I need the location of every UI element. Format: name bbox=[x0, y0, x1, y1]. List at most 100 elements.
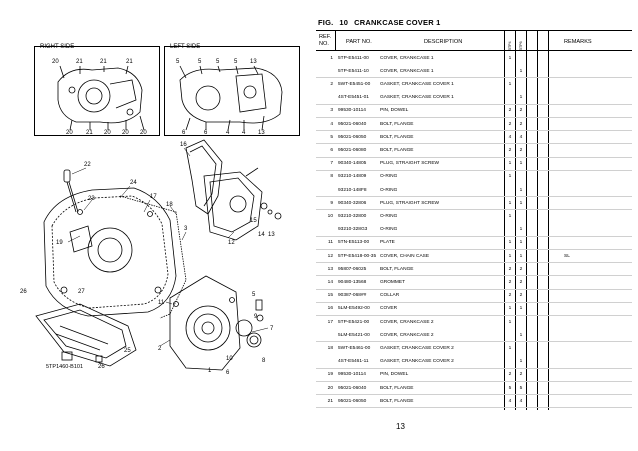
table-row: 20 95021-06040 BOLT, FLANGE 5 5 bbox=[316, 382, 632, 396]
figure-label: FIG. bbox=[318, 18, 334, 27]
figure-number: 10 bbox=[339, 18, 349, 27]
qty-2-cell: 2 bbox=[519, 147, 523, 153]
part-no-cell: 95021-06040 bbox=[338, 385, 367, 391]
part-no-cell: 90340-14805 bbox=[338, 161, 367, 167]
column-divider bbox=[335, 30, 336, 51]
ref-no-cell: 21 bbox=[327, 398, 333, 404]
callout: 27 bbox=[78, 289, 85, 295]
figure-name: CRANKCASE COVER 1 bbox=[354, 18, 441, 27]
header-qty-2: 5TP6 bbox=[519, 41, 523, 50]
callout: 11 bbox=[158, 300, 165, 306]
callout: 22 bbox=[84, 162, 91, 168]
qty-2-cell: 1 bbox=[519, 95, 523, 101]
figure-title: FIG. 10 CRANKCASE COVER 1 bbox=[318, 18, 446, 27]
part-no-cell: 4ST-E5461-11 bbox=[338, 359, 369, 365]
part-no-cell: 90387-068## bbox=[338, 293, 367, 299]
table-header: REF. NO. PART NO. DESCRIPTION 5TP4 5TP6 … bbox=[316, 30, 632, 51]
ref-no-cell: 5 bbox=[330, 134, 333, 140]
ref-no-cell: 2 bbox=[330, 81, 333, 87]
callout: 21 bbox=[76, 59, 83, 65]
qty-1-cell: 1 bbox=[508, 81, 512, 87]
qty-1-cell: 2 bbox=[508, 293, 512, 299]
callout: 6 bbox=[204, 130, 208, 136]
callout: 18 bbox=[166, 202, 173, 208]
callout: 12 bbox=[228, 240, 235, 246]
part-no-cell: 93210-328G3 bbox=[338, 227, 368, 233]
qty-1-cell: 1 bbox=[508, 161, 512, 167]
ref-no-cell: 14 bbox=[327, 279, 333, 285]
ref-no-cell: 7 bbox=[330, 161, 333, 167]
part-no-cell: 5LM-E5421-00 bbox=[338, 332, 370, 338]
callout: 10 bbox=[226, 356, 233, 362]
crankcase-cover-1-sketch bbox=[43, 187, 177, 317]
ref-no-cell: 15 bbox=[327, 293, 333, 299]
description-cell: COLLAR bbox=[380, 293, 400, 299]
right-side-label: RIGHT SIDE bbox=[38, 44, 77, 50]
qty-1-cell: 5 bbox=[508, 385, 512, 391]
callout: 20 bbox=[140, 130, 147, 136]
ref-no-cell: 3 bbox=[330, 108, 333, 114]
column-divider bbox=[515, 30, 516, 410]
qty-2-cell: 1 bbox=[519, 306, 523, 312]
part-no-cell: 99530-10114 bbox=[338, 372, 366, 378]
header-remarks: REMARKS bbox=[564, 39, 592, 45]
callout: 9 bbox=[254, 314, 258, 320]
ref-no-cell: 4 bbox=[330, 121, 333, 127]
part-no-cell: 90480-13568 bbox=[338, 279, 367, 285]
qty-2-cell: 1 bbox=[519, 240, 523, 246]
qty-2-cell: 2 bbox=[519, 121, 523, 127]
column-divider bbox=[537, 30, 538, 410]
callout: 20 bbox=[122, 130, 129, 136]
callout: 5 bbox=[198, 59, 202, 65]
callout: 25 bbox=[124, 348, 131, 354]
qty-2-cell: 1 bbox=[519, 200, 523, 206]
header-qty-1: 5TP4 bbox=[508, 41, 512, 50]
qty-2-cell: 1 bbox=[519, 187, 523, 193]
ref-no-cell: 16 bbox=[327, 306, 333, 312]
description-cell: BOLT, FLANGE bbox=[380, 121, 414, 127]
ref-no-cell: 1 bbox=[330, 55, 333, 61]
description-cell: BOLT, FLANGE bbox=[380, 385, 414, 391]
description-cell: PLATE bbox=[380, 240, 395, 246]
qty-2-cell: 1 bbox=[519, 68, 523, 74]
part-no-cell: 5TP-E5411-00 bbox=[338, 55, 369, 61]
callout: 23 bbox=[88, 196, 95, 202]
qty-2-cell: 5 bbox=[519, 385, 523, 391]
callout: 26 bbox=[20, 289, 27, 295]
dipstick-sketch bbox=[63, 169, 79, 213]
part-no-cell: 5TP-E5418-00-35 bbox=[338, 253, 377, 259]
part-no-cell: 4ST-E5451-01 bbox=[338, 95, 369, 101]
part-no-cell: 95021-06040 bbox=[338, 121, 367, 127]
part-no-cell: 99530-10114 bbox=[338, 108, 366, 114]
column-divider bbox=[504, 30, 505, 410]
ref-no-cell: 13 bbox=[327, 266, 333, 272]
ref-no-cell: 20 bbox=[327, 385, 333, 391]
callout: 26 bbox=[98, 364, 105, 370]
part-no-cell: 5TP-E5411-10 bbox=[338, 68, 369, 74]
description-cell: PLUG, STRAIGHT SCREW bbox=[380, 200, 440, 206]
description-cell: COVER bbox=[380, 306, 398, 312]
callout: 6 bbox=[182, 130, 186, 136]
part-no-cell: 5LM-E5492-00 bbox=[338, 306, 370, 312]
description-cell: BOLT, FLANGE bbox=[380, 134, 414, 140]
part-no-cell: 5WT-E5461-00 bbox=[338, 345, 371, 351]
ref-no-cell: 6 bbox=[330, 147, 333, 153]
callout: 21 bbox=[100, 59, 107, 65]
header-ref-no: NO. bbox=[319, 41, 329, 47]
qty-1-cell: 2 bbox=[508, 279, 512, 285]
